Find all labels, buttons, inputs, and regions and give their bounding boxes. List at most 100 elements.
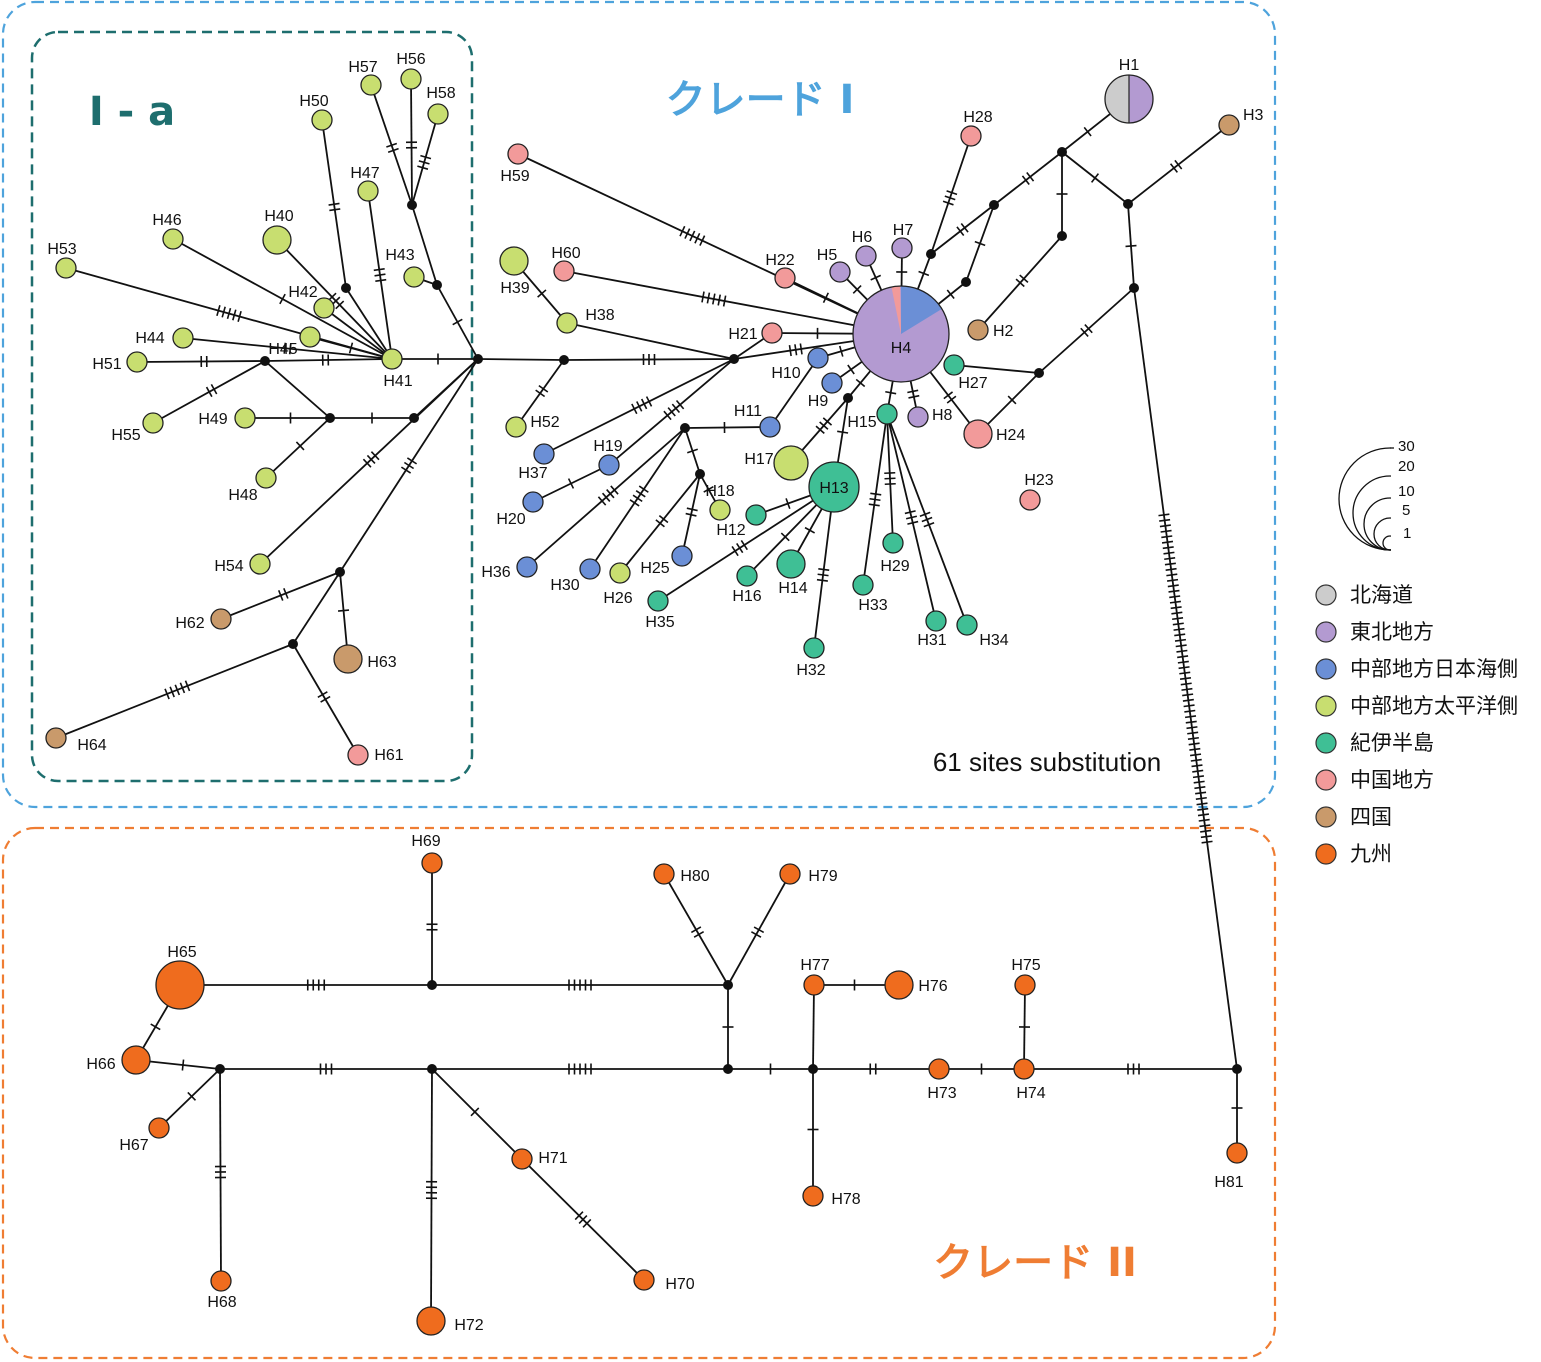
label-H75: H75: [1011, 957, 1040, 974]
label-H51: H51: [92, 356, 121, 373]
node-H38: [557, 313, 577, 333]
node-outline-H8: [907, 406, 929, 428]
node-outline-H30: [579, 558, 601, 580]
mutation-tick: [837, 430, 849, 434]
mutation-tick: [373, 267, 385, 272]
mutation-tick: [701, 291, 705, 303]
mutation-tick: [822, 417, 833, 426]
legend-swatch-hokkaido: [1315, 584, 1337, 606]
median-vector-n7: [1232, 1064, 1242, 1074]
mutation-tick: [366, 454, 376, 464]
label-H35: H35: [645, 614, 674, 631]
node-outline-H46: [162, 228, 184, 250]
label-H67: H67: [119, 1137, 148, 1154]
node-H24: [964, 420, 992, 448]
node-H3: [1219, 115, 1239, 135]
node-outline-H44: [172, 327, 194, 349]
node-outline-H53: [55, 257, 77, 279]
label-H25: H25: [640, 560, 669, 577]
label-H22: H22: [765, 252, 794, 269]
mutation-tick: [645, 396, 653, 407]
substitution-note: 61 sites substitution: [933, 747, 1161, 777]
label-H76: H76: [918, 978, 947, 995]
mutation-tick: [335, 300, 345, 310]
mutation-tick: [687, 448, 698, 454]
mutation-tick: [420, 154, 432, 160]
node-outline-H41: [381, 348, 403, 370]
legend-swatch-chugoku: [1315, 769, 1337, 791]
mutation-tick: [169, 686, 175, 698]
node-H51: [127, 352, 147, 372]
node-outline-H40: [262, 225, 292, 255]
mutation-tick: [819, 421, 829, 430]
mutation-tick: [1187, 731, 1199, 735]
node-H4-chugoku-slice: [891, 286, 901, 334]
node-outline-H37: [533, 443, 555, 465]
node-H23: [1020, 490, 1040, 510]
node-outline-H69: [421, 852, 443, 874]
node-outline-H12: [745, 504, 767, 526]
mutation-tick: [582, 1218, 592, 1228]
mutation-tick: [288, 343, 292, 355]
label-H2: H2: [993, 323, 1014, 340]
node-outline-H61: [347, 744, 369, 766]
node-H52: [506, 417, 526, 437]
median-vector-m8: [1034, 368, 1044, 378]
scale-label-5: 5: [1402, 502, 1410, 519]
edge-n6-H77: [812, 984, 815, 1070]
mutation-tick: [187, 1091, 197, 1101]
edge-m22-H64: [55, 643, 294, 739]
node-outline-H20: [522, 491, 544, 513]
node-H65: [156, 961, 204, 1009]
mutation-tick: [1026, 171, 1035, 182]
node-H46: [163, 229, 183, 249]
label-H4: H4: [891, 340, 912, 357]
label-H49: H49: [198, 411, 227, 428]
mutation-tick: [804, 526, 816, 534]
mutation-tick: [279, 293, 286, 305]
node-H41: [382, 349, 402, 369]
mutation-tick: [1201, 840, 1213, 844]
mutation-tick: [538, 384, 549, 393]
median-vector-n6: [808, 1064, 818, 1074]
node-outline-H77: [803, 974, 825, 996]
mutation-tick: [794, 344, 798, 356]
node-outline-H23: [1019, 489, 1041, 511]
median-vector-m1: [1057, 147, 1067, 157]
mutation-tick: [1180, 682, 1192, 686]
mutation-tick: [1200, 835, 1212, 839]
node-H56: [401, 69, 421, 89]
mutation-tick: [1177, 660, 1189, 664]
node-outline-H6: [855, 245, 877, 267]
median-vector-n4: [427, 1064, 437, 1074]
label-H79: H79: [808, 868, 837, 885]
mutation-tick: [329, 208, 341, 212]
mutation-tick: [904, 510, 916, 515]
label-H39: H39: [500, 280, 529, 297]
node-H31: [926, 611, 946, 631]
mutation-tick: [1179, 671, 1191, 675]
mutation-tick: [671, 403, 681, 413]
mutation-tick: [944, 195, 956, 201]
scale-label-20: 20: [1398, 458, 1415, 475]
mutation-tick: [703, 486, 714, 493]
mutation-tick: [753, 926, 765, 934]
label-H56: H56: [396, 51, 425, 68]
mutation-tick: [537, 289, 547, 298]
node-H42: [314, 298, 334, 318]
mutation-tick: [780, 532, 790, 542]
label-H32: H32: [796, 662, 825, 679]
median-vector-n5: [723, 1064, 733, 1074]
mutation-tick: [905, 515, 918, 520]
node-outline-H62: [210, 608, 232, 630]
node-H63: [334, 645, 362, 673]
label-H28: H28: [963, 109, 992, 126]
mutation-tick: [283, 342, 287, 354]
edge-H4-H59: [517, 153, 902, 335]
mutation-tick: [918, 270, 930, 277]
mutation-tick: [699, 235, 706, 246]
node-outline-H17: [773, 445, 809, 481]
edge-m1-m3: [993, 151, 1063, 206]
legend-label-chubu-sea: 中部地方日本海側: [1350, 657, 1518, 681]
mutation-tick: [1194, 786, 1206, 790]
